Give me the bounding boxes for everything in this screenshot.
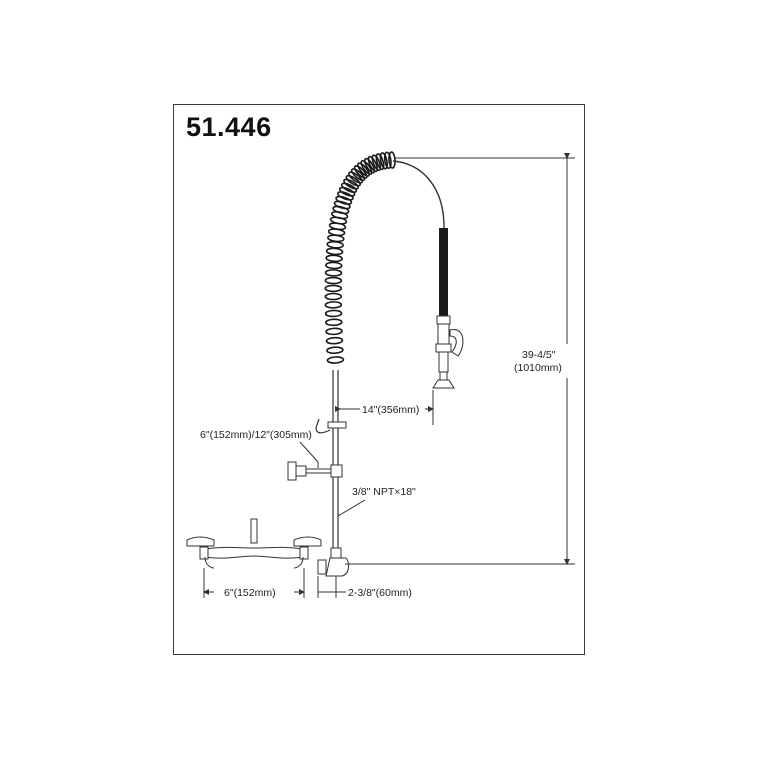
spring-coil-turn: [350, 168, 366, 182]
spring-coil-turn: [335, 195, 353, 205]
spring-coil-turn: [326, 356, 345, 364]
spring-coil-turn: [379, 152, 388, 170]
model-number: 51.446: [186, 112, 272, 142]
spring-coil-turn: [375, 153, 385, 171]
spring-coil-turn: [325, 247, 344, 256]
spring-coil-turn: [324, 292, 343, 301]
spring-coil-turn: [325, 254, 343, 263]
connector-label: 3/8" NPT×18": [352, 486, 416, 498]
connector-leader: [337, 499, 366, 517]
spray-hook: [315, 418, 347, 434]
wall-bracket: [317, 547, 350, 577]
spring-coil-turn: [371, 154, 382, 172]
spring-coil-turn: [324, 276, 343, 285]
spring-coil-turn: [324, 269, 343, 277]
pre-rinse-hose: [392, 160, 445, 231]
spring-coil-turn: [343, 178, 360, 190]
spring-coil-turn: [383, 151, 392, 170]
spring-coil-turn: [324, 261, 343, 270]
reach-label: 14"(356mm): [362, 404, 419, 416]
spring-coil-turn: [324, 301, 343, 309]
add-on-faucet-arm: [287, 461, 343, 481]
spring-coil-turn: [360, 159, 373, 176]
spring-coil-turn: [326, 240, 344, 249]
height-label: 39-4/5": [522, 349, 556, 361]
wall-offset-label: 2-3/8"(60mm): [348, 587, 412, 599]
add-on-leader: [299, 441, 319, 468]
add-on-label: 6"(152mm)/12"(305mm): [200, 429, 312, 441]
spring-coil-turn: [388, 151, 396, 169]
spring-coil-turn: [326, 346, 344, 355]
spring-coil-turn: [332, 205, 350, 215]
spring-coil-turn: [324, 318, 343, 327]
spring-coil-turn: [353, 165, 368, 179]
spring-coil-turn: [363, 157, 376, 174]
spray-valve: [432, 228, 464, 389]
spring-coil-turn: [324, 284, 343, 293]
spring-coil-turn: [325, 327, 343, 336]
spring-coil-turn: [338, 186, 356, 197]
spring-coil-turn: [367, 155, 379, 173]
drawing-frame: [173, 104, 585, 655]
spring-coil-turn: [325, 336, 344, 345]
riser-pipe: [332, 370, 339, 548]
height-dimension: [345, 153, 575, 565]
spring-coil-turn: [333, 200, 351, 210]
reach-dimension: [335, 390, 434, 425]
spring-coil-turn: [345, 174, 361, 187]
spring-coil-turn: [348, 171, 364, 184]
spring-coil-turn: [336, 191, 354, 201]
height-mm-label: (1010mm): [514, 362, 562, 374]
spring-coil-turn: [340, 182, 358, 194]
faucet-centers-label: 6"(152mm): [224, 587, 276, 599]
wall-mount-faucet: [186, 518, 322, 569]
wall-offset-dimension: [317, 576, 346, 598]
spring-coil-turn: [357, 162, 370, 177]
spring-coil-turn: [324, 309, 343, 318]
faucet-centers-dimension: [203, 568, 305, 598]
spring-coil: [324, 151, 396, 364]
